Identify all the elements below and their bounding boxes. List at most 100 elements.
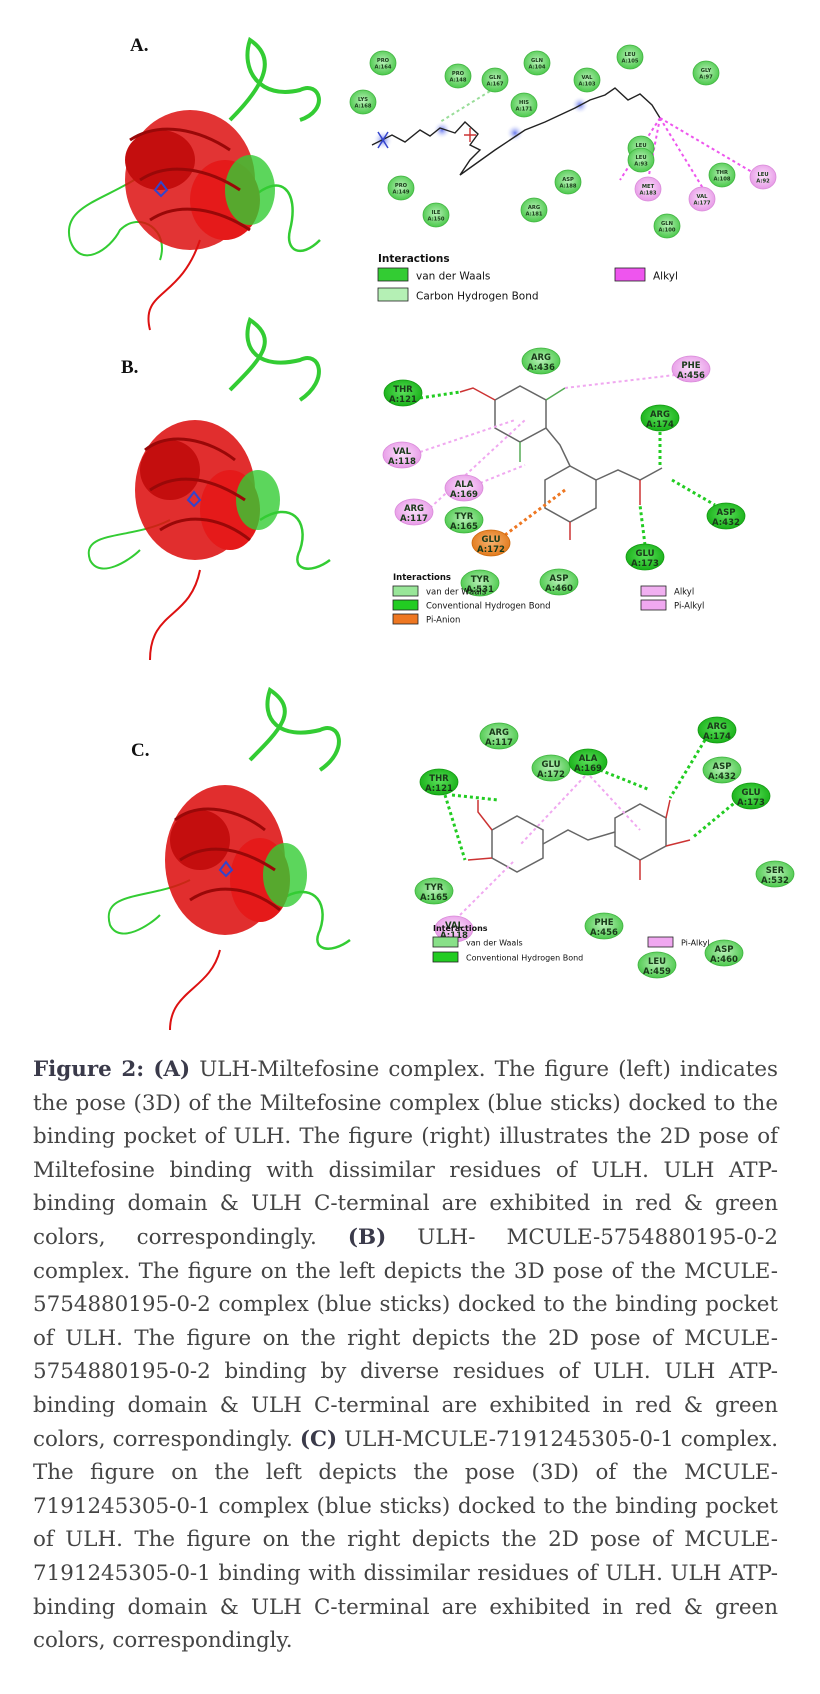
residue-number: A:432 [712,518,740,528]
residue-name: THR [429,774,449,784]
residue-number: A:456 [590,928,618,938]
residue-disc [387,175,415,201]
residue-name: LEU [635,143,646,149]
residue-disc [481,67,509,93]
residue-disc [688,186,716,212]
residue-number: A:165 [450,522,478,532]
caption-b-label: (B) [347,1224,387,1250]
residue-disc [523,50,551,76]
residue-disc [444,63,472,89]
residue-number: A:169 [450,490,478,500]
residue-name: ARG [707,722,727,732]
caption-a-text: ULH-Miltefosine complex. The figure (lef… [33,1057,778,1250]
legend-label: Pi-Alkyl [681,939,710,948]
residue-name: GLY [701,68,712,74]
figure-caption: Figure 2: (A) ULH-Miltefosine complex. T… [33,1053,778,1658]
residue-name: GLU [742,788,761,798]
residue-number: A:108 [713,177,730,183]
residue-disc [637,951,677,979]
residue-disc [616,44,644,70]
caption-c-text: ULH-MCULE-7191245305-0-1 complex. The fi… [33,1426,778,1654]
residue-number: A:460 [710,955,738,965]
residue-name: PHE [594,918,613,928]
residue-disc [369,50,397,76]
panel-a-protein-structure [67,36,321,331]
residue-disc [414,877,454,905]
residue-number: A:103 [578,82,595,88]
residue-name: VAL [582,75,594,81]
residue-name: ASP [717,508,736,518]
legend-label: Conventional Hydrogen Bond [426,602,551,612]
residue-name: LEU [624,52,635,58]
residue-name: ALA [455,480,474,490]
residue-name: ARG [531,353,551,363]
legend-label: van der Waals [416,271,490,283]
residue-disc [749,164,777,190]
legend-label: van der Waals [466,939,523,948]
residue-name: PRO [452,71,465,77]
residue-disc [627,147,655,173]
residue-disc [444,474,484,502]
residue-name: MET [642,184,655,190]
residue-number: A:97 [699,75,713,81]
residue-name: VAL [445,921,464,931]
residue-name: GLN [489,75,501,81]
residue-number: A:436 [527,363,555,373]
legend-swatch [647,936,674,948]
residue-number: A:460 [545,584,573,594]
panel-c-ligand [443,739,739,916]
residue-number: A:148 [449,78,466,84]
panel-c-label: C. [131,740,150,761]
residue-number: A:92 [756,179,770,185]
residue-disc [697,716,737,744]
residue-number: A:150 [427,217,444,223]
residue-number: A:117 [485,738,513,748]
residue-disc [520,197,548,223]
residue-name: LEU [757,172,768,178]
residue-name: ASP [562,177,574,183]
residue-number: A:173 [631,559,659,569]
legend-swatch [432,951,459,963]
residue-disc [349,89,377,115]
residue-name: GLU [482,535,501,545]
residue-name: GLU [542,760,561,770]
residue-disc [625,543,665,571]
residue-name: TYR [471,575,490,585]
residue-disc [539,568,579,596]
legend-swatch [392,613,419,625]
residue-number: A:173 [737,798,765,808]
legend-swatch [392,599,419,611]
residue-name: LYS [358,97,368,103]
residue-number: A:172 [537,770,565,780]
residue-number: A:532 [761,876,789,886]
legend-title: Interactions [393,573,451,583]
residue-number: A:459 [643,967,671,977]
legend-label: Carbon Hydrogen Bond [416,291,539,303]
residue-name: LEU [648,957,666,967]
residue-name: ARG [528,205,540,211]
